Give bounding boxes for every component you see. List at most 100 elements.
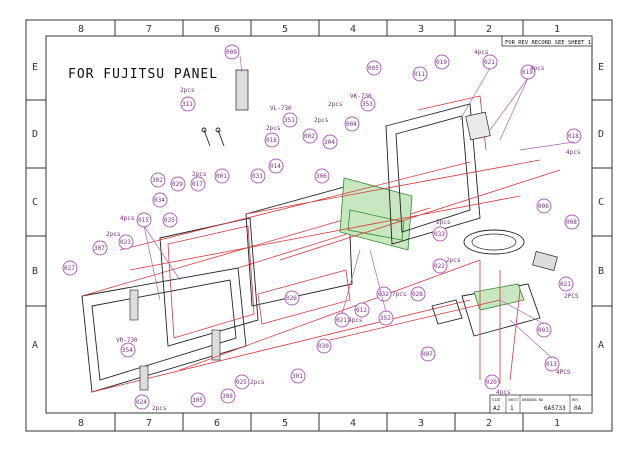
svg-text:009: 009: [226, 49, 237, 56]
row-labels-right: E D C B A: [598, 62, 604, 351]
svg-text:4pcs: 4pcs: [474, 49, 489, 56]
svg-text:021: 021: [484, 59, 495, 66]
callout-012: 012: [354, 302, 370, 318]
svg-text:008: 008: [566, 219, 577, 226]
svg-text:6: 6: [214, 24, 220, 35]
svg-text:013: 013: [546, 361, 557, 368]
svg-text:032: 032: [378, 291, 389, 298]
callout-005: 005: [366, 60, 382, 76]
callout-029: 029: [170, 176, 186, 192]
assembly-linework: [81, 69, 561, 393]
vl-label: VL-730: [270, 105, 292, 112]
callout-011: 011: [412, 66, 428, 82]
svg-text:018: 018: [568, 133, 579, 140]
svg-text:A: A: [32, 340, 38, 351]
callout-001: 001: [214, 168, 230, 184]
svg-text:E: E: [598, 62, 604, 73]
svg-text:012: 012: [356, 307, 367, 314]
rev-label: REV: [572, 398, 579, 402]
svg-text:353: 353: [362, 101, 373, 108]
callout-021-mid: 021: [334, 312, 350, 328]
svg-text:016: 016: [266, 137, 277, 144]
callout-bubbles: 009 311 351 016 014 002 304 004 353 005 …: [62, 44, 582, 410]
svg-text:011: 011: [414, 71, 425, 78]
callout-024: 024: [134, 394, 150, 410]
callout-032: 032: [376, 286, 392, 302]
callout-351: 351: [282, 112, 298, 128]
svg-text:302: 302: [152, 177, 163, 184]
callout-016: 016: [264, 132, 280, 148]
svg-text:2: 2: [486, 24, 492, 35]
vr-label: VR-730: [116, 337, 138, 344]
svg-text:354: 354: [122, 347, 133, 354]
callout-034: 034: [152, 192, 168, 208]
callout-302: 302: [150, 172, 166, 188]
callout-006: 006: [536, 198, 552, 214]
callout-305: 305: [190, 392, 206, 408]
callout-308: 308: [220, 388, 236, 404]
callout-007: 007: [420, 346, 436, 362]
svg-text:4pcs: 4pcs: [348, 317, 363, 324]
row-ticks: [26, 99, 612, 307]
svg-text:7: 7: [146, 418, 152, 429]
column-labels-bottom: 8 7 6 5 4 3 2 1: [78, 418, 560, 429]
svg-text:035: 035: [164, 217, 175, 224]
svg-text:8: 8: [78, 24, 84, 35]
svg-text:2pcs: 2pcs: [328, 101, 343, 108]
callout-023: 023: [118, 234, 134, 250]
callout-009: 009: [224, 44, 243, 73]
svg-text:002: 002: [304, 133, 315, 140]
callout-020: 020: [484, 374, 500, 390]
svg-text:7pcs: 7pcs: [392, 291, 407, 298]
callout-017: 017: [190, 176, 206, 192]
svg-text:034: 034: [154, 197, 165, 204]
quantity-notes: 2pcs 2pcs 2pcs 2pcs 2pcs 2pcs 2pcs 2pcs …: [106, 49, 581, 412]
callout-018: 018: [566, 128, 582, 144]
svg-text:2pcs: 2pcs: [446, 257, 461, 264]
svg-text:305: 305: [192, 397, 203, 404]
svg-text:311: 311: [182, 101, 193, 108]
svg-text:029: 029: [172, 181, 183, 188]
svg-text:C: C: [598, 197, 604, 208]
drawing-no-value: 6A5733: [544, 405, 566, 412]
drawing-no-label: DRAWING NO: [522, 398, 543, 402]
svg-text:3: 3: [418, 418, 424, 429]
svg-text:006: 006: [538, 203, 549, 210]
svg-text:020: 020: [486, 379, 497, 386]
svg-text:028: 028: [412, 291, 423, 298]
callout-013: 013: [544, 356, 560, 372]
svg-text:B: B: [32, 266, 38, 277]
svg-text:8: 8: [78, 418, 84, 429]
svg-text:017: 017: [192, 181, 203, 188]
svg-text:014: 014: [270, 163, 281, 170]
svg-text:4: 4: [350, 24, 356, 35]
callout-354: 354: [120, 342, 136, 358]
svg-text:308: 308: [222, 393, 233, 400]
callout-307: 307: [92, 240, 108, 256]
callout-014: 014: [268, 158, 284, 174]
callout-352: 352: [378, 310, 394, 326]
rev-value: 0A: [574, 405, 582, 412]
svg-text:025: 025: [236, 379, 247, 386]
svg-text:004: 004: [346, 121, 357, 128]
svg-text:026: 026: [286, 295, 297, 302]
size-label: SIZE: [492, 398, 500, 402]
leader-lines: [143, 67, 575, 359]
svg-text:019: 019: [522, 69, 533, 76]
svg-text:307: 307: [94, 245, 105, 252]
svg-text:E: E: [32, 62, 38, 73]
size-value: A2: [493, 405, 501, 412]
callout-021-top: 021: [482, 54, 498, 70]
svg-text:030: 030: [318, 343, 329, 350]
vk-label: VK-730: [350, 93, 372, 100]
svg-text:5: 5: [282, 418, 288, 429]
row-labels-left: E D C B A: [32, 62, 38, 351]
svg-text:031: 031: [252, 173, 263, 180]
sheet-value: 1: [510, 405, 514, 412]
svg-text:2pcs: 2pcs: [314, 117, 329, 124]
svg-text:2pcs: 2pcs: [152, 405, 167, 412]
callout-035: 035: [162, 212, 178, 228]
svg-text:D: D: [598, 129, 604, 140]
callout-003: 003: [536, 322, 552, 338]
